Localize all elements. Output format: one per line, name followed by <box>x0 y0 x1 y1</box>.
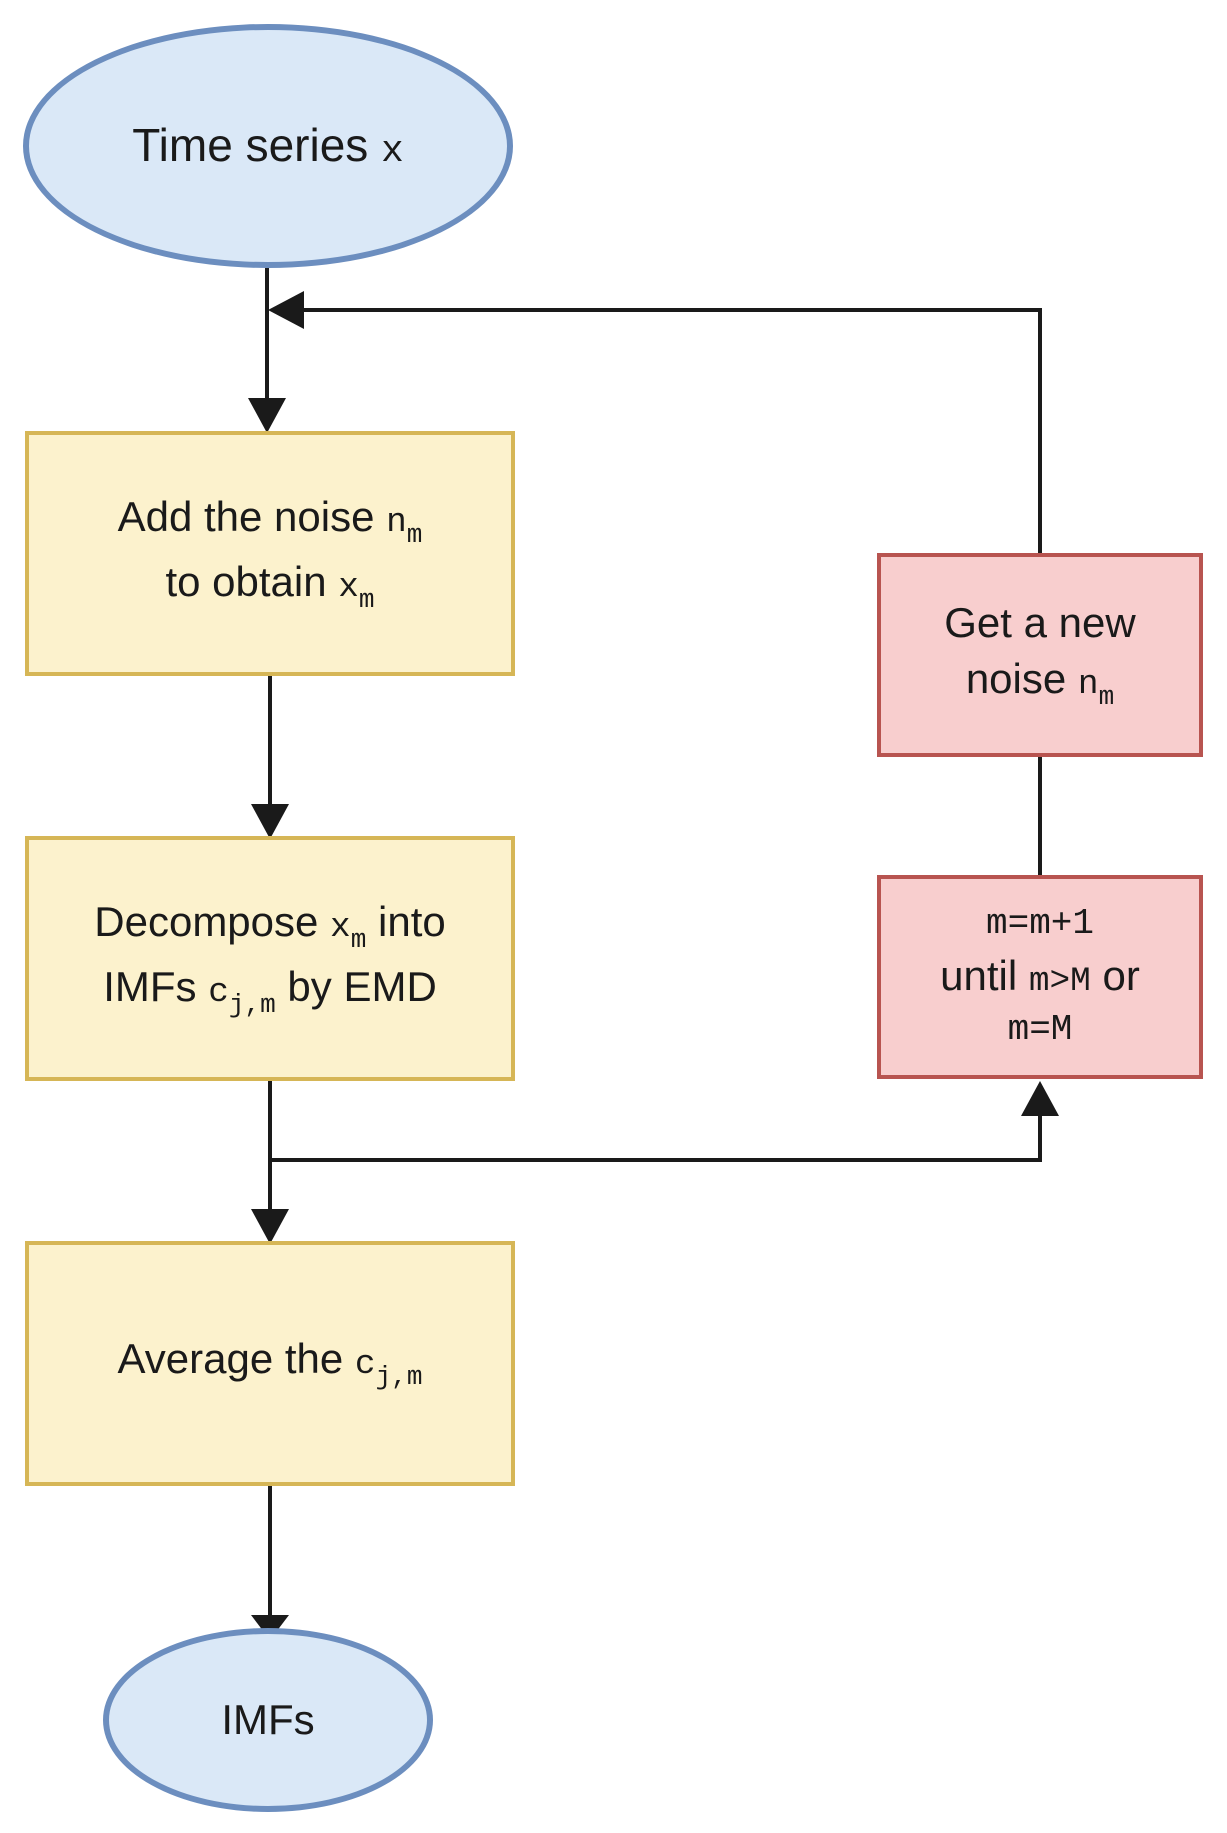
counter-condition: m>M <box>1028 962 1091 1002</box>
start-node: Time series x <box>23 24 513 268</box>
arrowhead-average <box>251 1209 289 1244</box>
noisy-series-subscript: m <box>358 584 375 615</box>
decompose-line-2: IMFs cj,m by EMD <box>103 959 437 1023</box>
counter-line-2: until m>M or <box>940 948 1140 1005</box>
start-label: Time series x <box>132 114 403 178</box>
new-noise-var: n <box>1077 665 1099 705</box>
by-emd-text: by EMD <box>287 962 437 1010</box>
end-node: IMFs <box>103 1628 433 1812</box>
decompose-var: x <box>330 908 351 948</box>
arrowhead-add-noise <box>248 398 286 433</box>
arrowhead-end <box>251 1615 289 1640</box>
start-var: x <box>381 131 404 174</box>
new-noise-var-subscript: m <box>1098 682 1115 713</box>
noisy-series-var: x <box>338 567 359 607</box>
end-label: IMFs <box>221 1695 315 1743</box>
new-noise-line-1: Get a new <box>944 598 1136 646</box>
into-text: into <box>378 898 446 946</box>
counter-alt-condition: m=M <box>1007 1008 1073 1050</box>
counter-box: m=m+1 until m>M or m=M <box>877 875 1203 1079</box>
arrowhead-counter <box>1021 1081 1059 1116</box>
decompose-line-1: Decompose xm into <box>94 894 445 958</box>
add-noise-text: Add the noise <box>117 493 375 541</box>
average-var-subscript: j,m <box>375 1362 423 1393</box>
new-noise-line-2: noise nm <box>966 651 1114 715</box>
average-box: Average the cj,m <box>25 1241 515 1486</box>
arrowhead-loop-return <box>268 291 304 329</box>
decompose-box: Decompose xm into IMFs cj,m by EMD <box>25 836 515 1081</box>
counter-increment: m=m+1 <box>985 902 1095 944</box>
arrow-new-noise-to-main-line <box>300 308 1042 553</box>
add-noise-box: Add the noise nm to obtain xm <box>25 431 515 676</box>
imf-var-subscript: j,m <box>228 989 276 1020</box>
imfs-text: IMFs <box>103 962 197 1010</box>
new-noise-box: Get a new noise nm <box>877 553 1203 757</box>
imf-var: c <box>208 972 229 1012</box>
average-label: Average the cj,m <box>118 1331 423 1395</box>
add-noise-line-2: to obtain xm <box>165 554 374 618</box>
noise-var: n <box>386 503 407 543</box>
start-text: Time series <box>132 119 369 172</box>
arrowhead-decompose <box>251 804 289 839</box>
average-text: Average the <box>117 1335 344 1383</box>
noise-var-subscript: m <box>406 520 423 551</box>
decompose-text: Decompose <box>94 898 319 946</box>
add-noise-line-1: Add the noise nm <box>118 489 423 553</box>
obtain-text: to obtain <box>165 557 327 605</box>
noise-text: noise <box>965 655 1067 703</box>
arrow-branch-to-counter <box>270 1115 1042 1162</box>
or-text: or <box>1102 952 1140 1000</box>
until-text: until <box>940 952 1018 1000</box>
decompose-var-subscript: m <box>350 925 367 956</box>
average-var: c <box>354 1345 376 1385</box>
